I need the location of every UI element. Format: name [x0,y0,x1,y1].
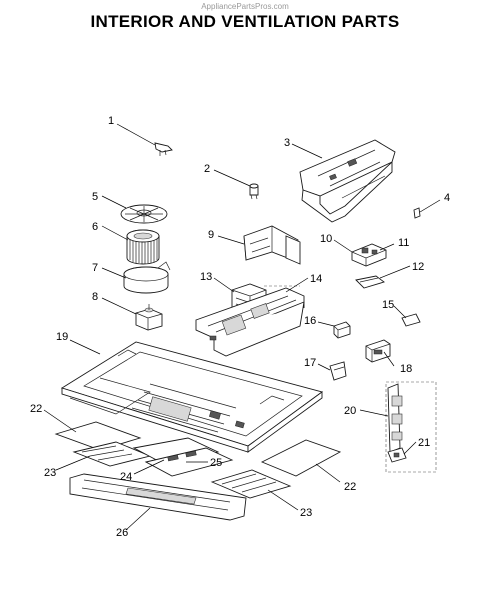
callout-16: 16 [304,315,316,327]
callout-22-left: 22 [30,403,42,415]
callout-8: 8 [92,291,98,303]
callout-2: 2 [204,163,210,175]
callout-1: 1 [108,115,114,127]
part-23-left-grill [72,441,152,467]
callout-19: 19 [56,331,68,343]
part-3-vent-bracket [299,139,396,223]
callout-9: 9 [208,229,214,241]
part-6-blower-wheel [126,229,160,265]
leader-lines [43,123,441,531]
part-20-switch-bracket [385,381,437,473]
part-1-bracket [154,142,173,156]
callout-21: 21 [418,437,430,449]
part-21-switch [387,447,407,463]
part-18-thermal-fuse [365,339,391,363]
callout-23-left: 23 [44,467,56,479]
callout-15: 15 [382,299,394,311]
part-10-11-switch-assembly [351,243,387,267]
part-22-right-pad [260,439,342,477]
part-16-connector [333,321,351,339]
callout-22-right: 22 [344,481,356,493]
callout-10: 10 [320,233,332,245]
callout-24: 24 [120,471,132,483]
part-23-right-grill [210,469,292,499]
callout-13: 13 [200,271,212,283]
callout-3: 3 [284,137,290,149]
part-8-motor [135,304,163,331]
part-15-clip [401,313,421,327]
part-4-clip [413,207,421,219]
part-17-bracket [329,361,347,381]
callout-26: 26 [116,527,128,539]
callout-7: 7 [92,262,98,274]
callout-18: 18 [400,363,412,375]
callout-25: 25 [210,457,222,469]
callout-20: 20 [344,405,356,417]
part-22-left-pad [54,421,142,451]
part-2-plug [249,183,259,200]
callout-4: 4 [444,192,450,204]
part-9-air-duct [243,225,301,265]
callout-14: 14 [310,273,322,285]
part-19-base-plate [60,341,324,453]
callout-17: 17 [304,357,316,369]
watermark: AppliancePartsPros.com [201,2,289,11]
part-5-fan-blade [120,204,168,224]
callout-11: 11 [398,237,409,249]
callout-labels: 1 2 3 4 5 6 7 8 9 10 11 12 13 14 15 16 1… [30,115,450,539]
part-12-bracket [355,275,385,289]
part-26-vent-grille [69,473,247,521]
callout-23-right: 23 [300,507,312,519]
part-14-component-tray [195,285,305,357]
callout-5: 5 [92,191,98,203]
callout-6: 6 [92,221,98,233]
part-7-blower-housing [123,261,171,294]
callout-12: 12 [412,261,424,273]
page-title: INTERIOR AND VENTILATION PARTS [90,12,400,31]
